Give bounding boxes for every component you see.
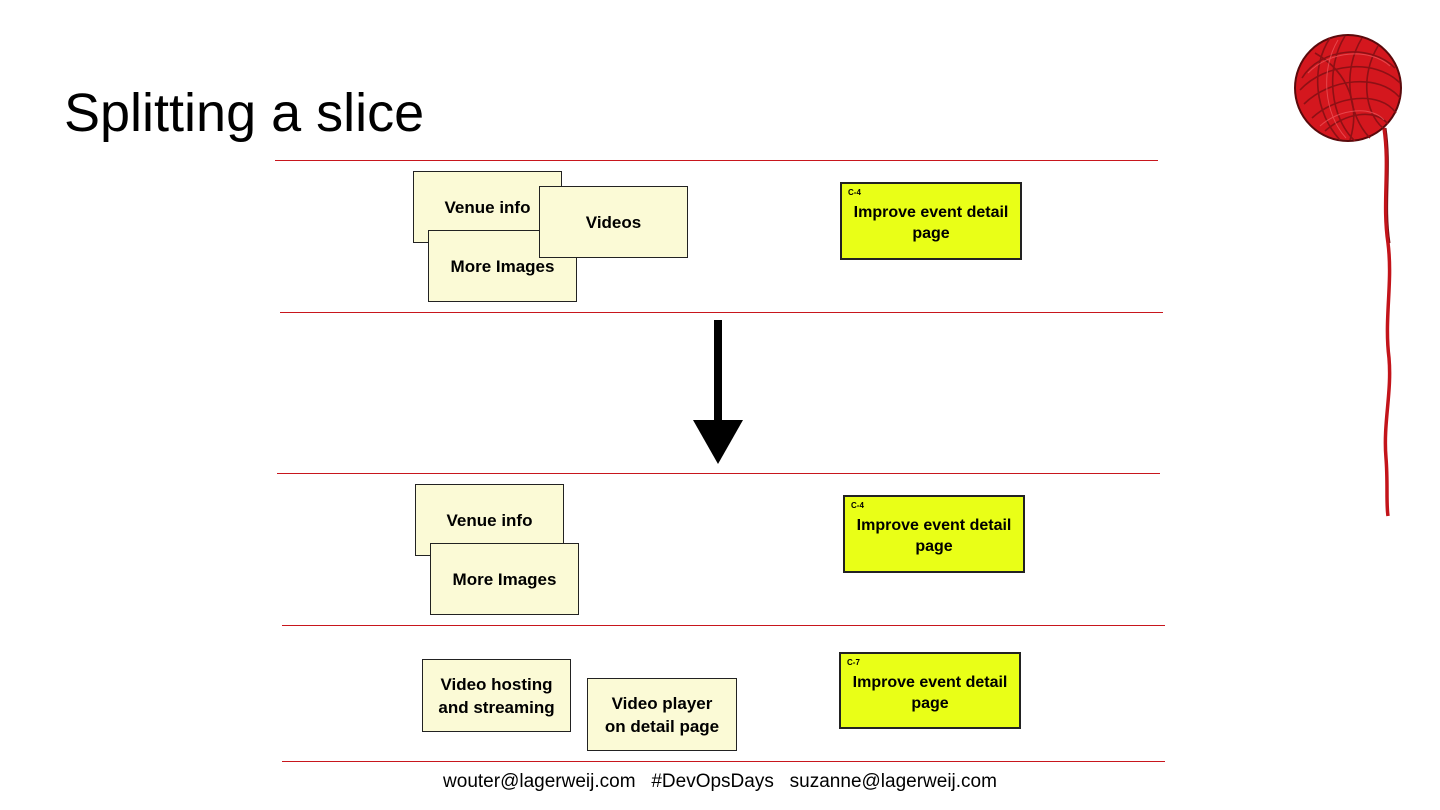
story-card-videos: Videos [539,186,688,258]
card-label: Venue info [446,510,533,530]
epic-label: Improve event detail page [853,204,1009,242]
footer-contacts: wouter@lagerweij.com #DevOpsDays suzanne… [443,771,997,792]
card-text: Video hosting and streaming [438,673,554,719]
card-label: Venue info [444,197,531,217]
arrow-shaft [714,320,722,424]
card-label: More Images [450,256,555,276]
card-text: Video player on detail page [605,692,719,738]
card-label: Videos [585,212,642,232]
epic-card: C-4 Improve event detail page [840,182,1022,260]
card-label: More Images [452,569,557,589]
slice-divider [282,761,1165,762]
slide-title: Splitting a slice [64,83,425,143]
yarn-ball-icon [1294,34,1402,517]
epic-card: C-4 Improve event detail page [843,495,1025,573]
arrow-head [693,420,743,464]
card-line: Video player [611,693,713,713]
slice-divider [275,160,1158,161]
card-line: on detail page [604,716,720,736]
card-line: and streaming [438,697,555,717]
story-card-more-images: More Images [428,230,577,302]
epic-label: Improve event detail page [852,674,1008,712]
epic-code: C-7 [847,658,860,667]
story-card-video-hosting: Video hosting and streaming [422,659,571,732]
epic-card: C-7 Improve event detail page [839,652,1021,729]
epic-label: Improve event detail page [856,517,1012,555]
story-card-more-images: More Images [430,543,579,615]
slice-divider [282,625,1165,626]
epic-code: C-4 [848,188,861,197]
slice-divider [280,312,1163,313]
card-line: Video hosting [440,674,553,694]
slice-divider [277,473,1160,474]
epic-code: C-4 [851,501,864,510]
story-card-video-player: Video player on detail page [587,678,737,751]
